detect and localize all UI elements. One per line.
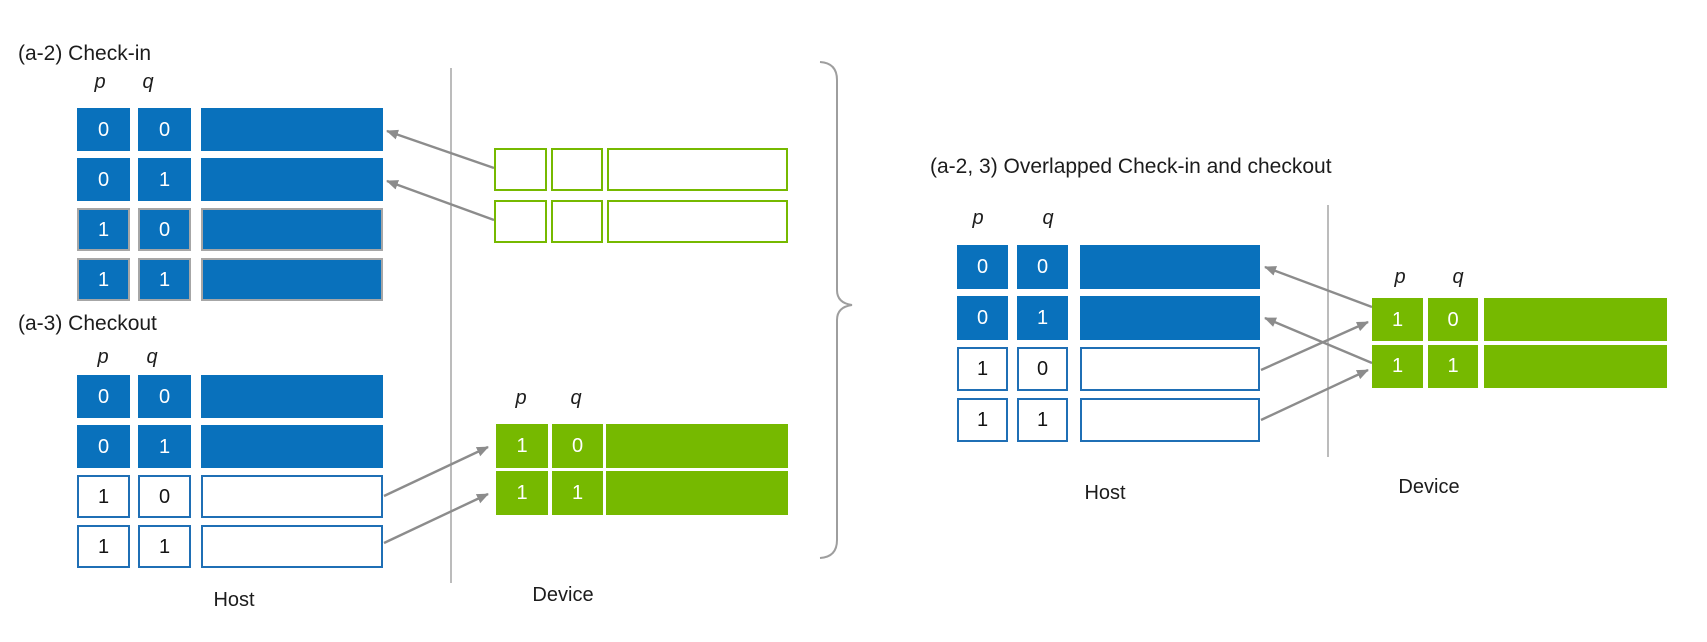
checkin-host-row1-data-bar [201, 108, 383, 151]
overlap-host-q-header: q [1042, 207, 1054, 229]
checkout-device-row1-q-cell: 0 [552, 424, 603, 468]
checkout-host-row3-q-cell: 0 [138, 475, 191, 518]
overlap-host-row3-data-bar [1080, 347, 1260, 391]
checkin-host-row3-p-cell: 1 [77, 208, 130, 251]
overlap-checkout-arrow-1 [1260, 320, 1369, 372]
overlap-host-row1-data-bar [1080, 245, 1260, 289]
grouping-brace [819, 61, 853, 559]
checkin-host-q-header: q [142, 71, 154, 93]
checkout-host-row2-data-bar [201, 425, 383, 468]
right-host-label: Host [1084, 482, 1126, 504]
checkin-host-row2-q-cell: 1 [138, 158, 191, 201]
checkout-panel-title: (a-3) Checkout [18, 312, 157, 335]
overlap-device-row1-q-cell: 0 [1428, 298, 1478, 341]
overlap-host-row2-p-cell: 0 [957, 296, 1008, 340]
overlap-host-row2-data-bar [1080, 296, 1260, 340]
checkout-host-q-header: q [146, 346, 158, 368]
overlap-device-q-header: q [1452, 266, 1464, 288]
right-device-label: Device [1398, 476, 1460, 498]
overlap-host-row3-q-cell: 0 [1017, 347, 1068, 391]
overlap-device-row2-data-bar [1484, 344, 1667, 388]
overlap-checkin-arrow-2 [1264, 316, 1373, 365]
overlap-device-row1-p-cell: 1 [1372, 298, 1423, 341]
checkout-host-row4-p-cell: 1 [77, 525, 130, 568]
checkin-arrow-1 [386, 129, 495, 170]
checkin-host-row2-data-bar [201, 158, 383, 201]
overlap-device-row1-data-bar [1484, 298, 1667, 341]
checkin-host-row4-q-cell: 1 [138, 258, 191, 301]
overlap-host-row4-data-bar [1080, 398, 1260, 442]
checkout-device-row2-data-bar [606, 471, 788, 515]
overlap-checkout-arrow-2 [1260, 368, 1369, 422]
checkout-host-row1-p-cell: 0 [77, 375, 130, 418]
left-host-label: Host [213, 589, 255, 611]
checkout-host-row3-p-cell: 1 [77, 475, 130, 518]
checkout-device-row1-p-cell: 1 [496, 424, 548, 468]
checkin-host-row1-p-cell: 0 [77, 108, 130, 151]
checkout-arrow-2 [383, 492, 489, 545]
checkout-device-row2-p-cell: 1 [496, 471, 548, 515]
overlap-checkin-arrow-1 [1264, 265, 1373, 309]
checkin-host-row1-q-cell: 0 [138, 108, 191, 151]
overlap-host-row4-p-cell: 1 [957, 398, 1008, 442]
checkin-host-row4-data-bar [201, 258, 383, 301]
checkout-arrow-1 [383, 445, 489, 498]
overlap-panel-title: (a-2, 3) Overlapped Check-in and checkou… [930, 155, 1332, 178]
overlap-host-row3-p-cell: 1 [957, 347, 1008, 391]
overlap-host-p-header: p [972, 207, 984, 229]
checkin-host-row4-p-cell: 1 [77, 258, 130, 301]
checkout-host-p-header: p [97, 346, 109, 368]
checkin-device-row1-q-cell [551, 148, 603, 191]
checkin-device-row2-data-bar [607, 200, 788, 243]
overlap-host-row1-q-cell: 0 [1017, 245, 1068, 289]
checkin-host-row3-q-cell: 0 [138, 208, 191, 251]
checkin-host-row3-data-bar [201, 208, 383, 251]
checkout-host-row4-q-cell: 1 [138, 525, 191, 568]
checkout-device-row2-q-cell: 1 [552, 471, 603, 515]
overlap-host-row4-q-cell: 1 [1017, 398, 1068, 442]
checkout-device-q-header: q [570, 387, 582, 409]
overlap-device-row2-p-cell: 1 [1372, 344, 1423, 388]
checkin-host-row2-p-cell: 0 [77, 158, 130, 201]
checkin-host-p-header: p [94, 71, 106, 93]
overlap-host-row2-q-cell: 1 [1017, 296, 1068, 340]
left-device-label: Device [532, 584, 594, 606]
checkout-host-row1-data-bar [201, 375, 383, 418]
checkout-host-row4-data-bar [201, 525, 383, 568]
checkout-host-row1-q-cell: 0 [138, 375, 191, 418]
checkin-device-row2-p-cell [494, 200, 547, 243]
checkout-device-row1-data-bar [606, 424, 788, 468]
checkout-host-row3-data-bar [201, 475, 383, 518]
checkout-device-p-header: p [515, 387, 527, 409]
checkin-arrow-2 [386, 179, 495, 222]
overlap-device-row2-q-cell: 1 [1428, 344, 1478, 388]
checkin-device-row1-data-bar [607, 148, 788, 191]
checkin-device-row1-p-cell [494, 148, 547, 191]
checkin-device-row2-q-cell [551, 200, 603, 243]
checkout-host-row2-q-cell: 1 [138, 425, 191, 468]
overlap-device-p-header: p [1394, 266, 1406, 288]
checkout-host-row2-p-cell: 0 [77, 425, 130, 468]
overlap-host-row1-p-cell: 0 [957, 245, 1008, 289]
checkin-panel-title: (a-2) Check-in [18, 42, 152, 65]
